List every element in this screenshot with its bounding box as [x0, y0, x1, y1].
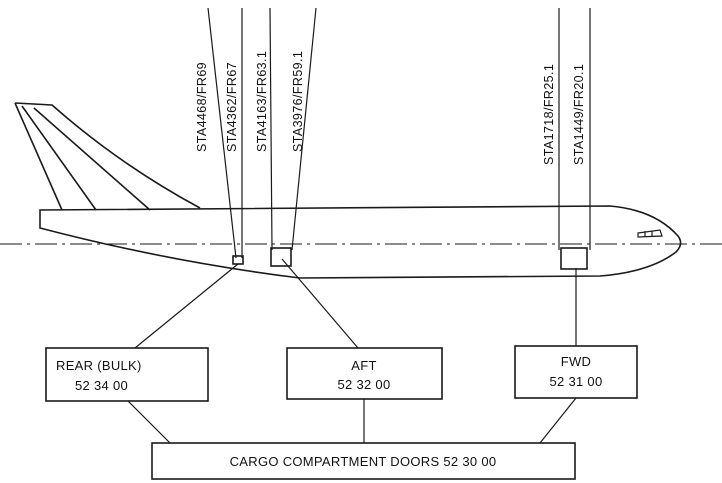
fwd-door-box: FWD 52 31 00: [514, 345, 638, 399]
fwd-door-name: FWD: [561, 354, 592, 369]
connector-lines: [127, 397, 577, 444]
station-label-1449: STA1449/FR20.1: [572, 64, 586, 165]
station-label-4163: STA4163/FR63.1: [255, 51, 269, 152]
aft-door-name: AFT: [351, 358, 376, 373]
fwd-door-code: 52 31 00: [549, 374, 602, 389]
station-label-1718: STA1718/FR25.1: [542, 64, 556, 165]
aft-door-box: AFT 52 32 00: [286, 347, 443, 400]
fwd-door-outline: [560, 247, 588, 270]
aft-door-code: 52 32 00: [337, 377, 390, 392]
station-label-3976: STA3976/FR59.1: [291, 51, 305, 152]
rear-bulk-door-code: 52 34 00: [75, 378, 128, 393]
leader-lines: [134, 258, 577, 349]
fuselage-outline: [39, 205, 682, 279]
aft-door-outline: [270, 247, 292, 267]
station-label-4468: STA4468/FR69: [195, 62, 209, 152]
station-label-4362: STA4362/FR67: [225, 62, 239, 152]
tail-fin: [14, 102, 201, 211]
rear-bulk-door-name: REAR (BULK): [56, 358, 142, 373]
cargo-compartment-doors-box: CARGO COMPARTMENT DOORS 52 30 00: [151, 442, 576, 480]
cockpit-windows: [637, 229, 663, 238]
station-lines: [207, 7, 591, 259]
rear-bulk-door-box: REAR (BULK) 52 34 00: [45, 347, 209, 402]
cargo-compartment-doors-label: CARGO COMPARTMENT DOORS 52 30 00: [230, 454, 497, 469]
